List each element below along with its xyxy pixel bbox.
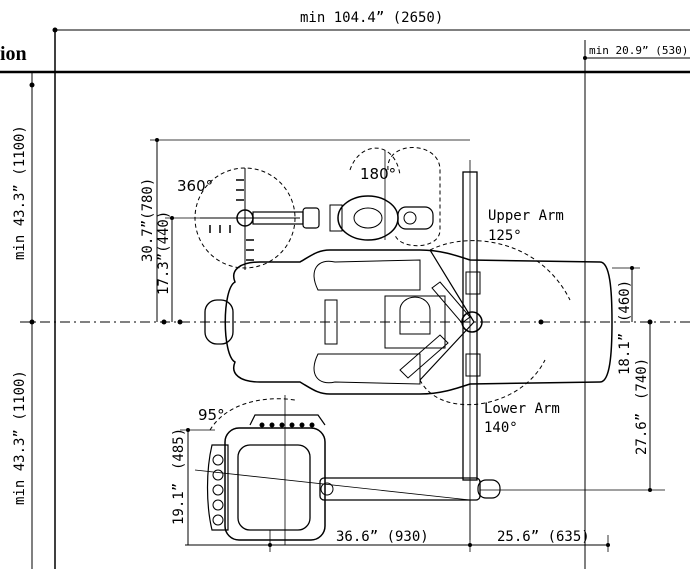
instrument-tray: [194, 395, 501, 545]
height-460-value: 18.1”: [617, 333, 633, 375]
support-post: [462, 160, 478, 540]
swivel-handpiece-assembly: [194, 167, 320, 270]
page-title-fragment: ion: [0, 43, 27, 65]
upper-arm-angle: 125°: [488, 228, 522, 244]
swivel-angle-label: 360°: [177, 177, 213, 195]
lower-arm-angle: 140°: [484, 420, 518, 436]
instrument-holders: [212, 422, 315, 526]
patient-chair: [204, 240, 613, 406]
height-485-unit: (485): [171, 428, 187, 470]
overall-width-label: min 104.4” (2650): [300, 10, 443, 26]
height-485-dimension: [180, 428, 215, 545]
height-740-value: 27.6”: [634, 413, 650, 455]
overall-width-dimension: [52, 27, 690, 33]
room-frame: [0, 30, 690, 569]
left-dimension-line: [29, 72, 35, 569]
lower-half-label: min 43.3” (1100): [12, 370, 28, 505]
side-clearance-dimension: [583, 56, 690, 60]
height-780-dimension: [150, 138, 470, 322]
upper-arm-label: Upper Arm: [488, 208, 564, 224]
tray-angle-label: 95°: [198, 406, 225, 424]
right-dimensions: [480, 266, 665, 492]
height-740-unit: (740): [634, 358, 650, 400]
height-485-value: 19.1”: [171, 483, 187, 525]
lamp-angle-label: 180°: [360, 165, 396, 183]
operating-lamp: [329, 147, 441, 247]
lower-arm-label: Lower Arm: [484, 401, 560, 417]
side-clearance-label: min 20.9” (530): [589, 44, 688, 57]
width-635-label: 25.6” (635): [497, 529, 590, 545]
height-780-label: 30.7”(780): [140, 178, 156, 262]
upper-half-label: min 43.3” (1100): [12, 125, 28, 260]
height-440-label: 17.3”(440): [156, 211, 172, 295]
bottom-dimensions: [185, 500, 610, 552]
width-930-label: 36.6” (930): [336, 529, 429, 545]
height-460-unit: (460): [617, 280, 633, 322]
